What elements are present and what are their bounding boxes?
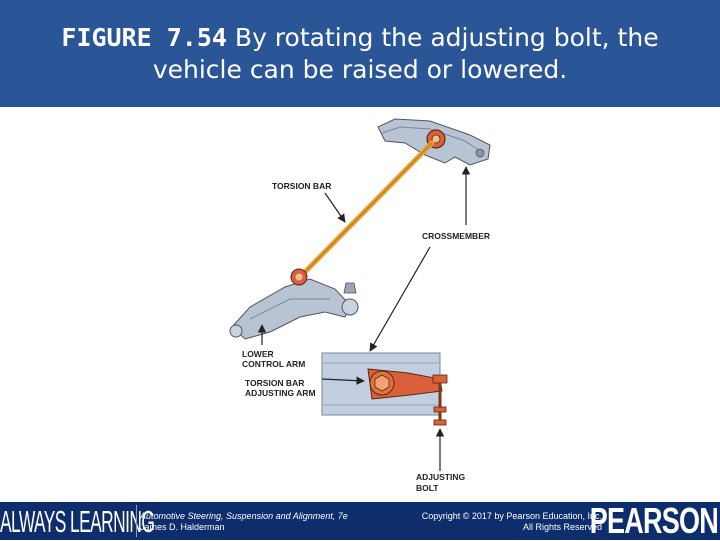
lower-control-arm: [229, 268, 359, 340]
slide-header: FIGURE 7.54 By rotating the adjusting bo…: [0, 0, 720, 107]
label-lower-control-arm-2: CONTROL ARM: [242, 359, 305, 369]
always-learning-logo: ALWAYS LEARNING: [0, 504, 155, 539]
caption-line-1: By rotating the adjusting bolt, the: [226, 23, 659, 52]
slide-footer: ALWAYS LEARNING Automotive Steering, Sus…: [0, 502, 720, 540]
label-torsion-bar: TORSION BAR: [272, 181, 331, 191]
footer-divider: [136, 505, 137, 537]
label-adjusting-arm-2: ADJUSTING ARM: [245, 388, 316, 398]
book-title: Automotive Steering, Suspension and Alig…: [140, 511, 348, 521]
label-crossmember: CROSSMEMBER: [422, 231, 490, 241]
label-adjusting-bolt-1: ADJUSTING: [416, 472, 466, 482]
torsion-bar-diagram: TORSION BAR CROSSMEMBER LOWER CONTROL AR…: [229, 118, 491, 493]
figure-caption: FIGURE 7.54 By rotating the adjusting bo…: [20, 22, 700, 86]
adjusting-arm-leader: [321, 376, 365, 385]
label-lower-control-arm-1: LOWER: [242, 349, 274, 359]
label-adjusting-arm-1: TORSION BAR: [245, 378, 304, 388]
adjusting-arm-inset: [321, 352, 448, 426]
label-adjusting-bolt-2: BOLT: [416, 483, 439, 493]
torsion-bar-leader: [324, 192, 346, 223]
figure-label: FIGURE 7.54: [61, 23, 227, 52]
adjusting-arm-link: [369, 246, 431, 352]
rights-text: All Rights Reserved: [522, 522, 602, 532]
caption-line-2: vehicle can be raised or lowered.: [152, 55, 568, 84]
copyright-text: Copyright © 2017 by Pearson Education, I…: [421, 511, 602, 521]
pearson-logo: PEARSON: [589, 500, 719, 541]
book-author: James D. Halderman: [140, 522, 225, 532]
